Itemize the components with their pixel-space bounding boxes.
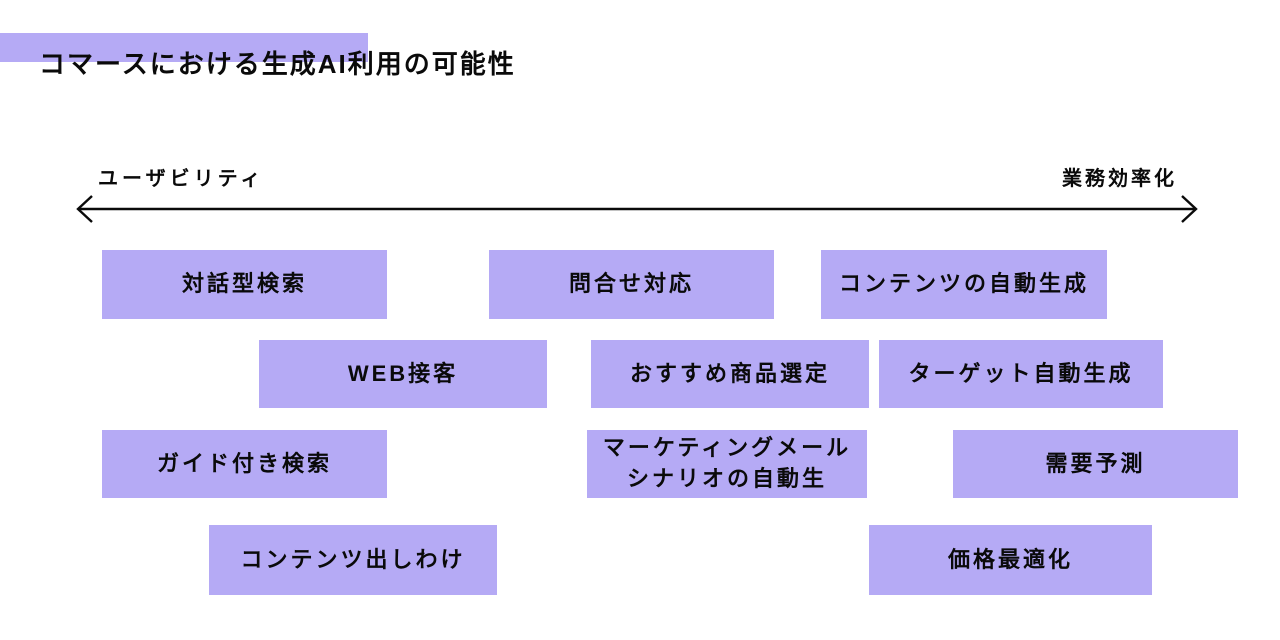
box-label: WEB接客 [347, 360, 459, 386]
axis-label-usability: ユーザビリティ [98, 168, 265, 190]
box-demand-forecast: 需要予測 [953, 430, 1238, 498]
box-auto-content-generation: コンテンツの自動生成 [821, 250, 1107, 319]
box-target-auto-generation: ターゲット自動生成 [879, 340, 1163, 408]
box-label: コンテンツの自動生成 [838, 271, 1089, 297]
title-highlight-bar [0, 33, 368, 62]
double-arrow-axis [76, 195, 1198, 223]
box-label: おすすめ商品選定 [629, 360, 830, 386]
box-price-optimization: 価格最適化 [869, 525, 1152, 595]
box-web-customer-service: WEB接客 [259, 340, 547, 408]
box-conversational-search: 対話型検索 [102, 250, 387, 319]
box-label: ターゲット自動生成 [908, 360, 1134, 386]
box-content-personalization: コンテンツ出しわけ [209, 525, 497, 595]
box-label: マーケティングメール シナリオの自動生 [602, 435, 852, 491]
axis-label-efficiency: 業務効率化 [1062, 168, 1177, 190]
box-recommended-product-selection: おすすめ商品選定 [591, 340, 869, 408]
box-inquiry-response: 問合せ対応 [489, 250, 774, 319]
box-guided-search: ガイド付き検索 [102, 430, 387, 498]
box-label: 対話型検索 [181, 271, 307, 297]
box-marketing-mail-scenario: マーケティングメール シナリオの自動生 [587, 430, 867, 498]
box-label: 問合せ対応 [568, 271, 694, 297]
page-title: コマースにおける生成AI利用の可能性 [39, 49, 516, 79]
box-label: 価格最適化 [947, 546, 1073, 572]
box-label: 需要予測 [1045, 450, 1146, 476]
box-label: ガイド付き検索 [156, 450, 332, 476]
box-label: コンテンツ出しわけ [240, 546, 466, 572]
